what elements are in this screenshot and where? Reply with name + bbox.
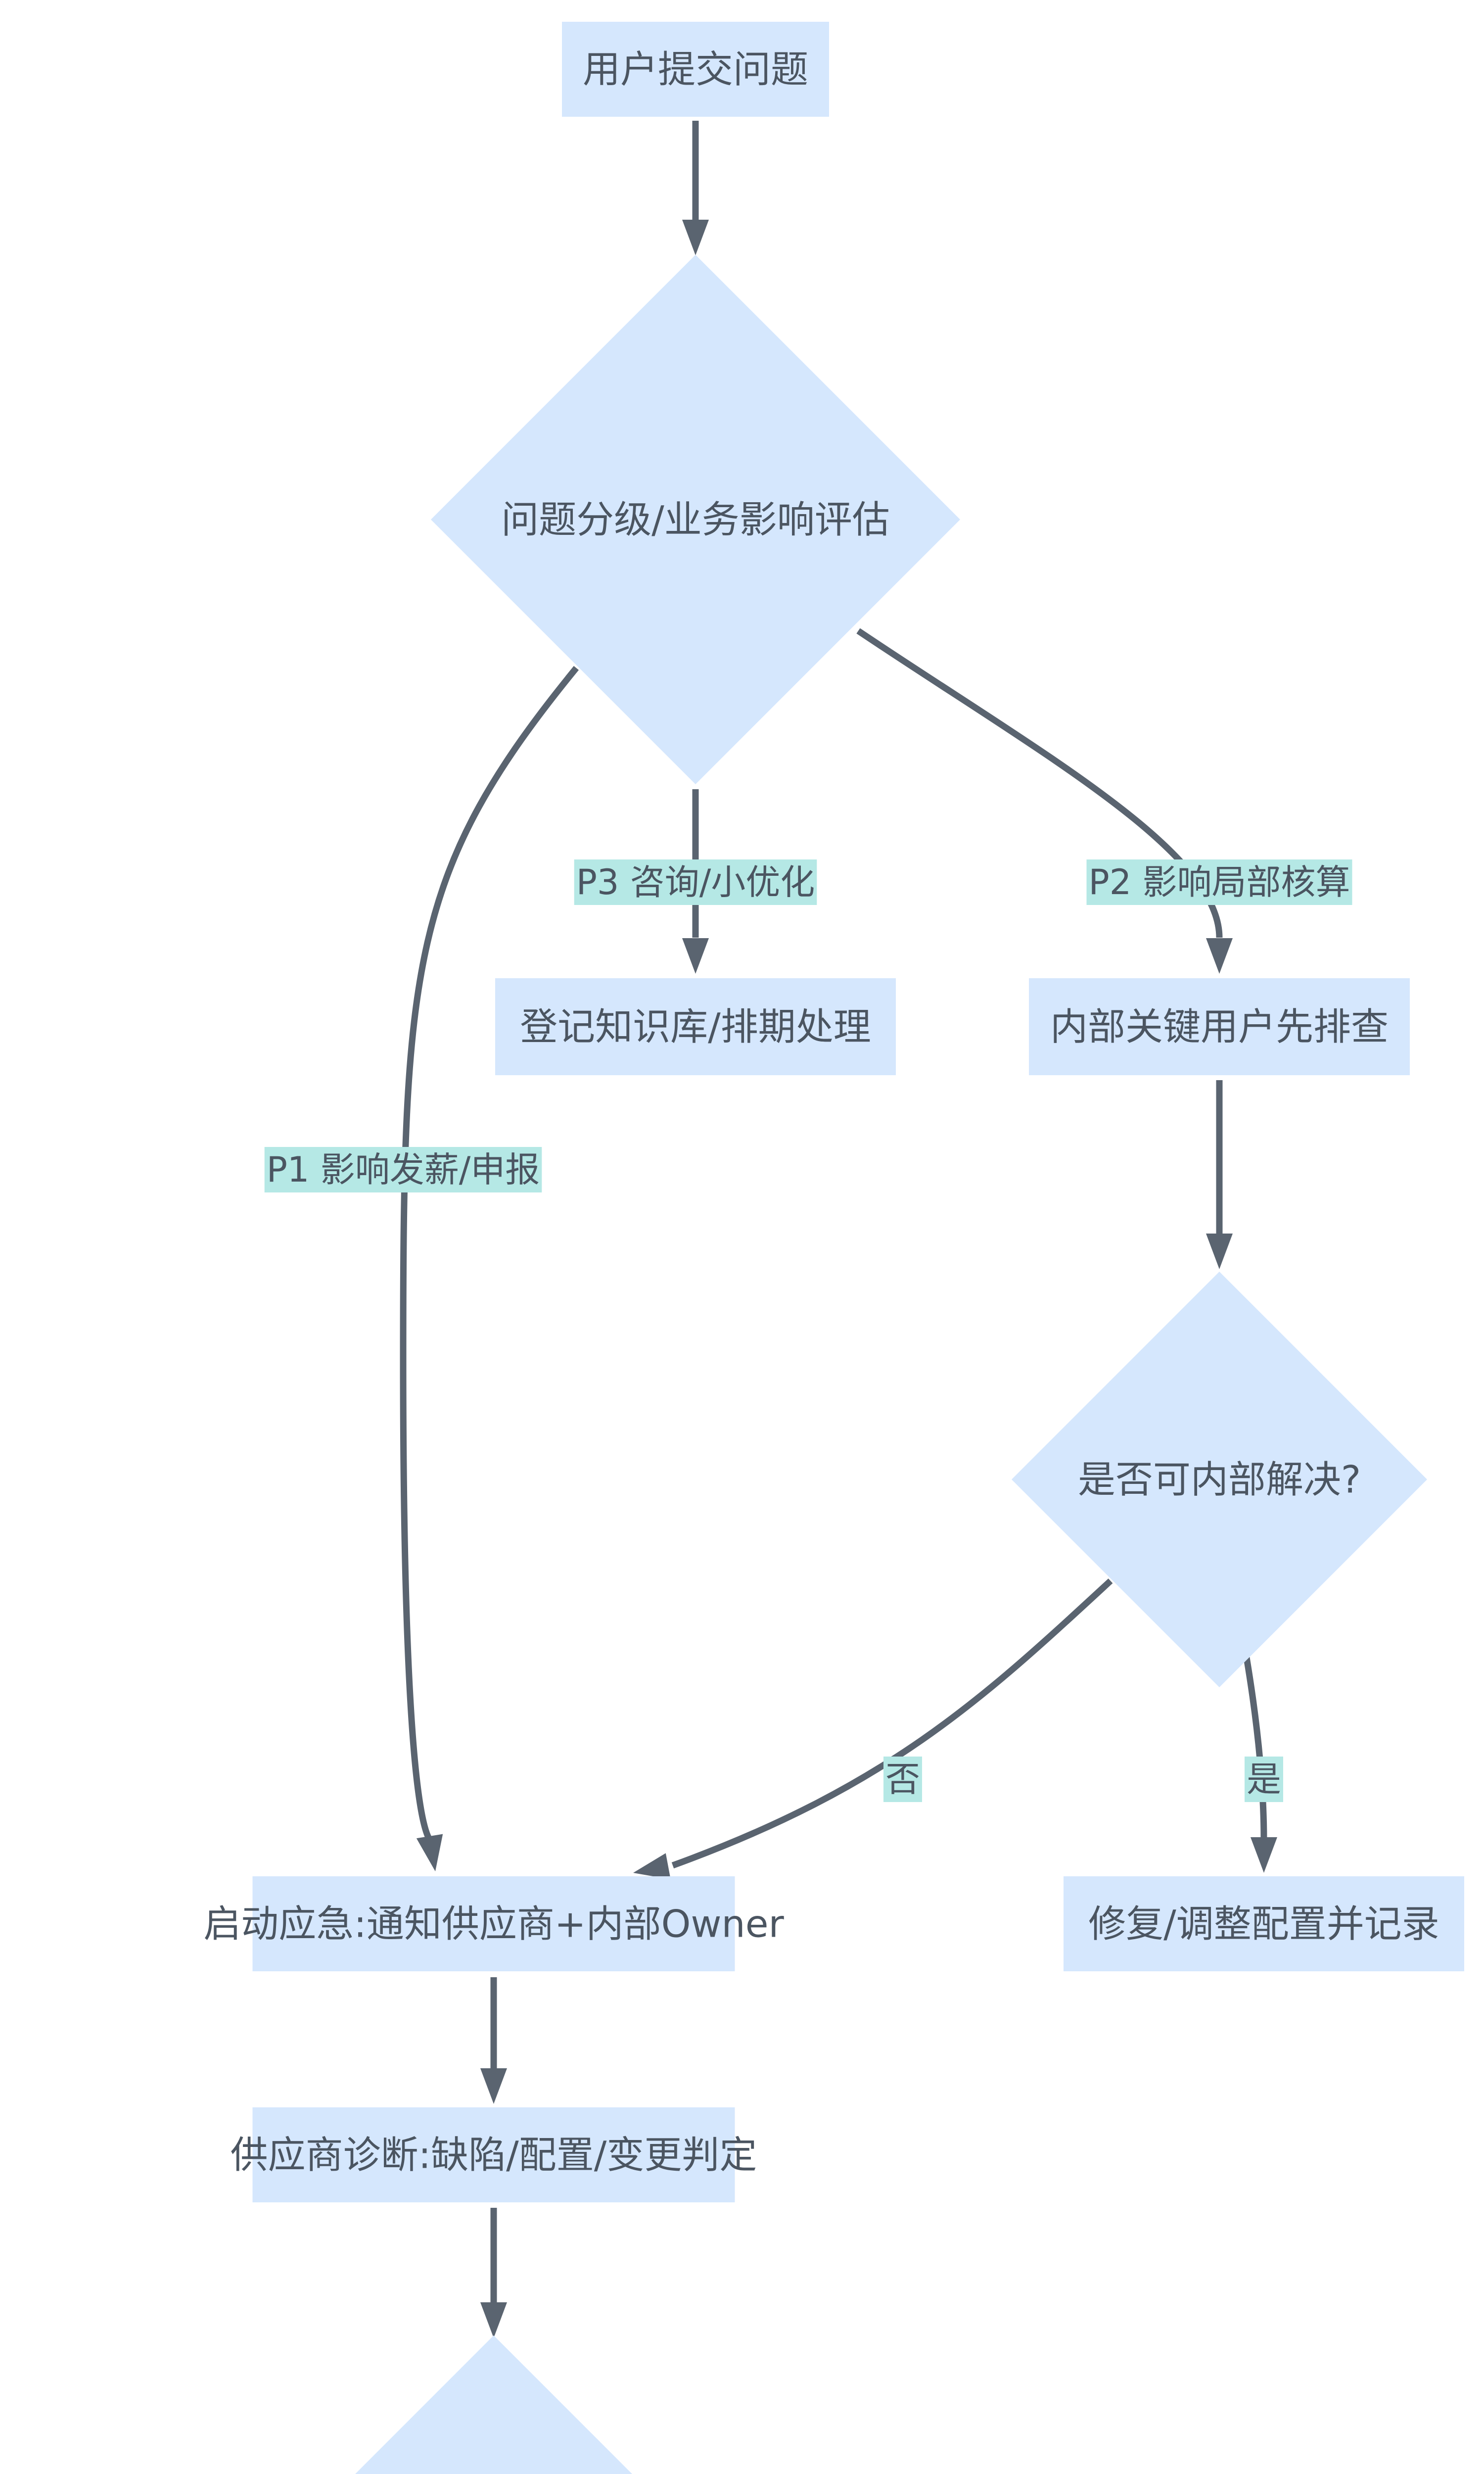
process-box — [495, 978, 896, 1075]
arrowhead-icon — [682, 220, 709, 255]
edge-label-background — [1245, 1757, 1283, 1802]
process-box — [1064, 1876, 1464, 1971]
edge-label: 否 — [883, 1757, 922, 1802]
edge-label: P1 影响发薪/申报 — [264, 1147, 542, 1192]
decision-diamond — [1012, 1272, 1427, 1687]
arrowhead-icon — [682, 938, 709, 974]
edge-label-text: 否 — [885, 1759, 920, 1800]
node-label: 供应商诊断:缺陷/配置/变更判定 — [231, 2133, 757, 2177]
edge-triage-to-internal — [856, 628, 1233, 974]
edge-label-text: 是 — [1247, 1759, 1281, 1800]
edge-triage-to-emergency — [400, 666, 579, 1871]
arrowhead-icon — [416, 1834, 443, 1871]
edge-line — [671, 1578, 1113, 1869]
edges-layer — [400, 121, 1277, 2338]
decision-diamond — [355, 2335, 632, 2474]
process-box — [1029, 978, 1410, 1075]
node-label: 问题分级/业务影响评估 — [501, 498, 890, 542]
arrowhead-icon — [633, 1853, 671, 1880]
node-triage: 问题分级/业务影响评估 — [431, 255, 960, 784]
node-canfix: 是否可内部解决? — [1012, 1272, 1427, 1687]
node-diagnose: 供应商诊断:缺陷/配置/变更判定 — [231, 2107, 757, 2202]
node-label: 是否可内部解决? — [1078, 1458, 1361, 1502]
arrowhead-icon — [1206, 938, 1233, 974]
node-emergency: 启动应急:通知供应商+内部Owner — [203, 1876, 784, 1971]
process-box — [252, 2107, 735, 2202]
edge-start-to-triage — [682, 121, 709, 255]
edge-canfix-to-emergency — [633, 1578, 1113, 1880]
edge-label-text: P1 影响发薪/申报 — [267, 1149, 540, 1190]
edge-label-background — [264, 1147, 542, 1192]
process-box — [252, 1876, 735, 1971]
edge-diagnose-to-needcr — [480, 2208, 507, 2338]
edge-label-text: P3 咨询/小优化 — [576, 862, 815, 903]
edge-internal-to-canfix — [1206, 1080, 1233, 1269]
node-fixcfg: 修复/调整配置并记录 — [1064, 1876, 1464, 1971]
node-label: 启动应急:通知供应商+内部Owner — [203, 1902, 784, 1946]
edge-label-background — [574, 859, 817, 905]
arrowhead-icon — [1206, 1234, 1233, 1269]
node-label: 登记知识库/排期处理 — [520, 1005, 871, 1049]
process-box — [562, 22, 829, 117]
edge-label: P2 影响局部核算 — [1086, 859, 1352, 905]
node-label: 内部关键用户先排查 — [1050, 1005, 1389, 1049]
edge-label-text: P2 影响局部核算 — [1089, 862, 1350, 903]
edge-label: P3 咨询/小优化 — [574, 859, 817, 905]
edge-label-background — [1086, 859, 1352, 905]
node-internal: 内部关键用户先排查 — [1029, 978, 1410, 1075]
edge-emergency-to-diagnose — [480, 1977, 507, 2104]
edge-line — [1243, 1657, 1267, 1841]
arrowhead-icon — [480, 2302, 507, 2338]
arrowhead-icon — [480, 2068, 507, 2104]
node-start: 用户提交问题 — [562, 22, 829, 117]
node-label: 修复/调整配置并记录 — [1088, 1902, 1439, 1946]
decision-diamond — [431, 255, 960, 784]
node-label: 用户提交问题 — [583, 48, 808, 92]
node-needcr: 是否需要变更审批? — [355, 2335, 632, 2474]
arrowhead-icon — [1251, 1837, 1277, 1873]
edge-label-background — [883, 1757, 922, 1802]
edge-line — [400, 666, 579, 1843]
node-kb: 登记知识库/排期处理 — [495, 978, 896, 1075]
edge-label: 是 — [1245, 1757, 1283, 1802]
